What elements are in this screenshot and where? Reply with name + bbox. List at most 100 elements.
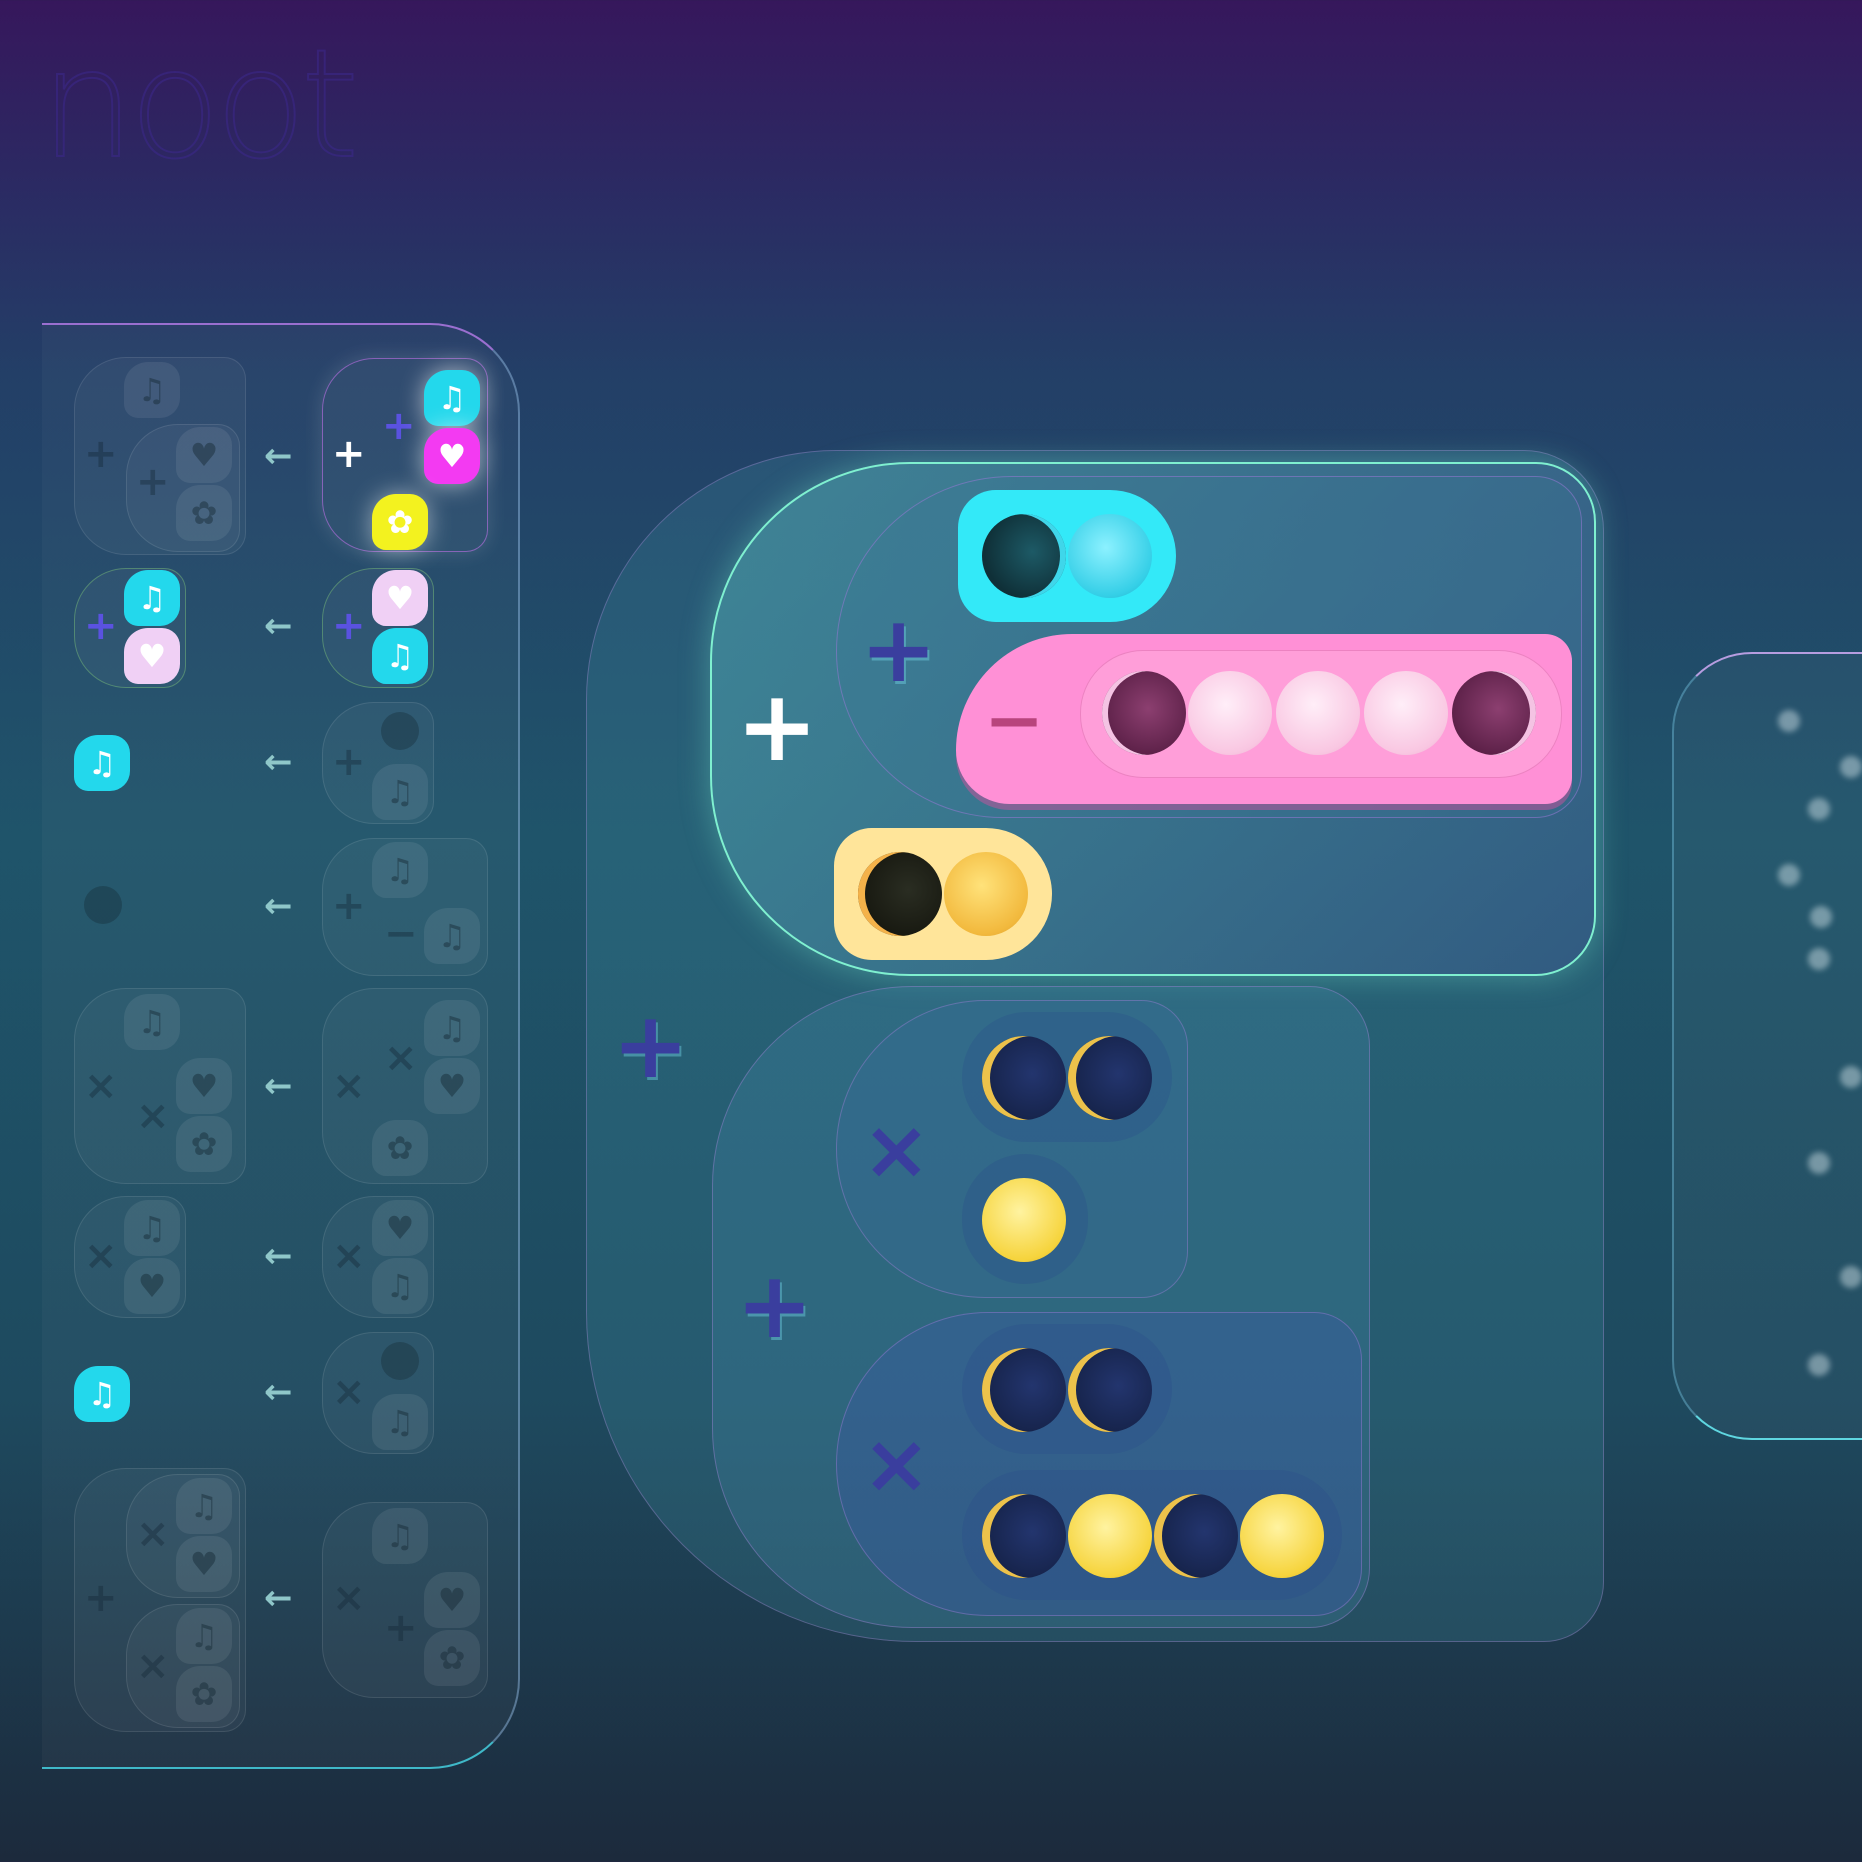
flower-icon: ✿ <box>176 1666 232 1722</box>
heart-icon: ♥ <box>176 1058 232 1114</box>
music-icon: ♫ <box>176 1608 232 1664</box>
empty-slot-icon <box>381 712 419 750</box>
rule-7-right-expression[interactable] <box>322 1332 434 1454</box>
music-icon: ♫ <box>74 1366 130 1422</box>
times-operator: × <box>332 1063 366 1109</box>
times-operator: × <box>332 1575 366 1621</box>
music-icon: ♫ <box>424 908 480 964</box>
plus-operator[interactable]: + <box>736 670 819 784</box>
heart-icon: ♥ <box>124 1258 180 1314</box>
heart-icon: ♥ <box>124 628 180 684</box>
heart-icon: ♥ <box>424 1058 480 1114</box>
crescent-moon-icon <box>858 852 942 936</box>
full-moon-icon <box>982 1178 1066 1262</box>
rule-6-right-expression[interactable] <box>322 1196 434 1318</box>
crescent-moon-icon <box>982 1036 1066 1120</box>
music-icon: ♫ <box>372 1508 428 1564</box>
plus-operator: + <box>84 431 118 477</box>
crescent-moon-icon <box>1068 1036 1152 1120</box>
crescent-moon-icon <box>1452 671 1536 755</box>
flower-icon: ✿ <box>176 1116 232 1172</box>
rule-1-left-inner <box>126 424 240 552</box>
heart-icon: ♥ <box>424 1572 480 1628</box>
rewrite-arrow-icon: ← <box>264 1578 293 1618</box>
rewrite-arrow-icon: ← <box>264 1066 293 1106</box>
rule-8-left-lower <box>126 1604 240 1728</box>
moon-icon <box>1840 1066 1862 1088</box>
minus-operator[interactable]: − <box>984 678 1045 762</box>
flower-icon: ✿ <box>176 485 232 541</box>
rule-4-right-expression[interactable] <box>322 838 488 976</box>
moon-icon <box>1810 906 1832 928</box>
plus-operator: + <box>136 459 170 505</box>
music-icon: ♫ <box>74 735 130 791</box>
flower-icon: ✿ <box>424 1630 480 1686</box>
plus-operator: + <box>84 1575 118 1621</box>
moon-icon <box>1840 1266 1862 1288</box>
heart-icon: ♥ <box>372 570 428 626</box>
full-moon-icon <box>1240 1494 1324 1578</box>
plus-operator[interactable]: + <box>860 596 938 703</box>
moon-icon <box>1808 1152 1830 1174</box>
full-moon-icon <box>1188 671 1272 755</box>
empty-slot-icon <box>84 886 122 924</box>
times-operator[interactable]: × <box>862 1103 931 1198</box>
times-operator: × <box>136 1643 170 1689</box>
plus-operator[interactable]: + <box>736 1252 814 1359</box>
plus-operator: + <box>332 883 366 929</box>
times-operator: × <box>136 1093 170 1139</box>
times-operator: × <box>384 1035 418 1081</box>
music-icon: ♫ <box>424 1000 480 1056</box>
rules-panel <box>42 323 520 1769</box>
rewrite-arrow-icon: ← <box>264 1372 293 1412</box>
heart-icon: ♥ <box>176 1536 232 1592</box>
times-operator: × <box>84 1063 118 1109</box>
rule-3-right-expression[interactable] <box>322 702 434 824</box>
music-icon: ♫ <box>124 994 180 1050</box>
full-moon-icon <box>944 852 1028 936</box>
moon-icon <box>1808 1354 1830 1376</box>
flower-icon: ✿ <box>372 494 428 550</box>
music-icon: ♫ <box>372 842 428 898</box>
music-icon: ♫ <box>372 628 428 684</box>
full-moon-icon <box>1068 514 1152 598</box>
times-operator[interactable]: × <box>862 1417 931 1512</box>
rewrite-arrow-icon: ← <box>264 436 293 476</box>
plus-operator: + <box>384 1605 418 1651</box>
app-logo: noot <box>39 18 360 192</box>
flower-icon: ✿ <box>372 1120 428 1176</box>
moon-icon <box>1840 756 1862 778</box>
heart-icon: ♥ <box>372 1200 428 1256</box>
rewrite-arrow-icon: ← <box>264 1236 293 1276</box>
crescent-moon-icon <box>982 514 1066 598</box>
plus-operator: + <box>382 403 416 449</box>
music-icon: ♫ <box>372 1394 428 1450</box>
full-moon-icon <box>1068 1494 1152 1578</box>
crescent-moon-icon <box>982 1494 1066 1578</box>
rule-8-right-expression[interactable] <box>322 1502 488 1698</box>
moon-icon <box>1808 948 1830 970</box>
rule-5-right-expression[interactable] <box>322 988 488 1184</box>
plus-operator: + <box>84 603 118 649</box>
rule-8-left-upper <box>126 1474 240 1598</box>
crescent-moon-icon <box>1154 1494 1238 1578</box>
full-moon-icon <box>1364 671 1448 755</box>
rule-6-left-expression <box>74 1196 186 1318</box>
minus-operator: − <box>384 911 418 957</box>
crescent-moon-icon <box>1102 671 1186 755</box>
music-icon: ♫ <box>124 362 180 418</box>
times-operator: × <box>332 1233 366 1279</box>
crescent-slot-icon <box>381 1342 419 1380</box>
music-icon: ♫ <box>372 764 428 820</box>
music-icon: ♫ <box>176 1478 232 1534</box>
rule-5-left-expression <box>74 988 246 1184</box>
plus-operator: + <box>612 992 690 1099</box>
music-icon: ♫ <box>124 1200 180 1256</box>
rewrite-arrow-icon: ← <box>264 886 293 926</box>
plus-operator: + <box>332 431 366 477</box>
next-level-panel[interactable] <box>1672 652 1862 1440</box>
plus-operator: + <box>332 603 366 649</box>
heart-icon: ♥ <box>176 427 232 483</box>
plus-operator: + <box>332 739 366 785</box>
times-operator: × <box>136 1511 170 1557</box>
